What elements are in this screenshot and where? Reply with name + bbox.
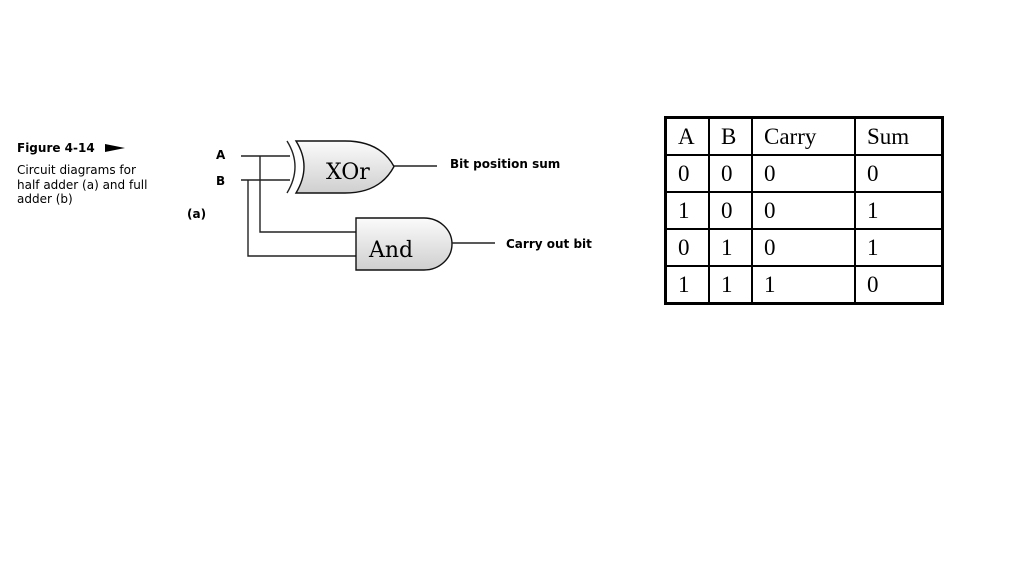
wire-a-to-and: [259, 156, 356, 233]
table-cell: 1: [664, 191, 710, 230]
table-cell: 0: [708, 191, 753, 230]
truth-table-header-row: A B Carry Sum: [664, 116, 944, 156]
xor-gate-input-arc: [286, 140, 296, 194]
xor-gate: [294, 140, 395, 194]
table-row: 0 1 0 1: [664, 228, 944, 267]
table-cell: 0: [854, 265, 944, 305]
arrow-right-icon: [104, 144, 125, 152]
table-cell: 1: [708, 228, 753, 267]
part-a-label: (a): [187, 207, 206, 221]
table-cell: 1: [854, 228, 944, 267]
and-gate: [355, 217, 453, 271]
figure-description: Circuit diagrams for half adder (a) and …: [17, 163, 148, 206]
figure-caption: Figure 4-14 Circuit diagrams for half ad…: [17, 139, 157, 207]
table-cell: 0: [854, 154, 944, 193]
truth-table: A B Carry Sum 0 0 0 0 1 0 0 1 0 1 0: [664, 116, 944, 305]
carry-output-label: Carry out bit: [506, 237, 592, 251]
table-cell: 0: [708, 154, 753, 193]
table-row: 0 0 0 0: [664, 154, 944, 193]
table-cell: 0: [664, 228, 710, 267]
header-cell-a: A: [664, 116, 710, 156]
table-cell: 1: [708, 265, 753, 305]
table-cell: 0: [751, 191, 856, 230]
table-cell: 1: [751, 265, 856, 305]
input-b-label: B: [216, 174, 225, 188]
table-cell: 1: [664, 265, 710, 305]
wire-b-to-and: [247, 180, 356, 257]
figure-label: Figure 4-14: [17, 141, 95, 155]
table-cell: 0: [751, 228, 856, 267]
input-a-label: A: [216, 148, 226, 162]
xor-gate-label: XOr: [326, 160, 370, 185]
header-cell-carry: Carry: [751, 116, 856, 156]
table-cell: 0: [664, 154, 710, 193]
table-cell: 1: [854, 191, 944, 230]
table-row: 1 0 0 1: [664, 191, 944, 230]
header-cell-sum: Sum: [854, 116, 944, 156]
and-gate-label: And: [368, 238, 413, 263]
table-cell: 0: [751, 154, 856, 193]
header-cell-b: B: [708, 116, 753, 156]
half-adder-circuit: A B (a) XOr And Bit position sum Carry o…: [187, 140, 592, 271]
sum-output-label: Bit position sum: [450, 157, 560, 171]
figure-title-row: Figure 4-14: [17, 139, 157, 157]
table-row: 1 1 1 0: [664, 265, 944, 305]
